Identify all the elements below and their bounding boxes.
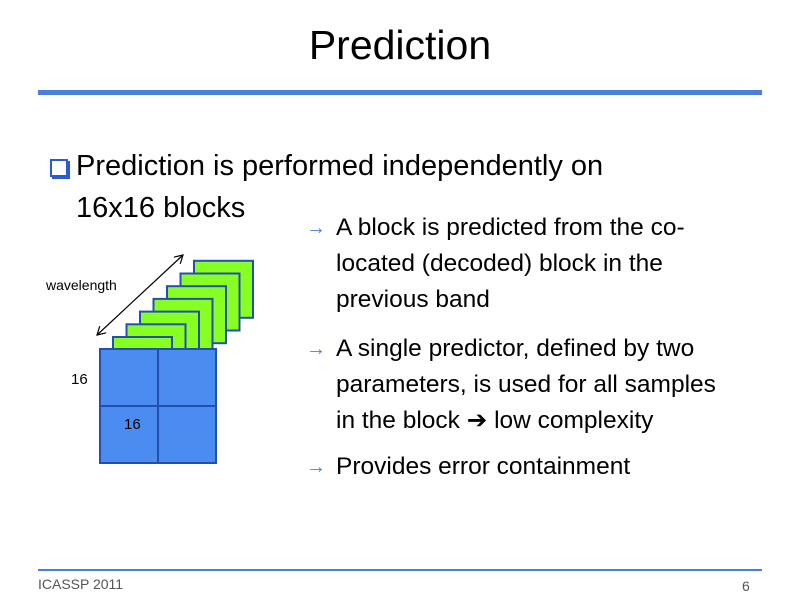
sub-bullet-2-line-2: parameters, is used for all samples	[336, 371, 716, 398]
title-divider	[38, 90, 762, 95]
sub-bullet-2-line-1: A single predictor, defined by two	[336, 335, 695, 362]
sub-bullet-1-line-2: located (decoded) block in the	[336, 250, 663, 277]
main-bullet-line-1: Prediction is performed independently on	[76, 150, 604, 182]
square-bullet-icon	[50, 159, 68, 177]
width-label: 16	[124, 416, 141, 433]
footer-divider	[38, 569, 762, 571]
height-label: 16	[71, 371, 88, 388]
page-number: 6	[742, 578, 750, 594]
sub-bullet-1-line-1: A block is predicted from the co-	[336, 214, 685, 241]
arrow-bullet-icon: →	[306, 217, 326, 239]
footer-conference: ICASSP 2011	[38, 576, 124, 592]
sub-bullet-2-line-3: in the block ➔ low complexity	[336, 407, 654, 434]
arrow-bullet-icon: →	[306, 338, 326, 360]
wavelength-arrow-icon	[97, 255, 183, 335]
main-bullet-line-2: 16x16 blocks	[76, 192, 246, 224]
sub-bullet-3-line-1: Provides error containment	[336, 453, 631, 480]
block-16x16	[99, 348, 217, 464]
arrow-bullet-icon: →	[306, 456, 326, 478]
sub-bullet-1-line-3: previous band	[336, 286, 490, 313]
wavelength-label: wavelength	[45, 277, 117, 293]
slide-title: Prediction	[308, 22, 492, 68]
